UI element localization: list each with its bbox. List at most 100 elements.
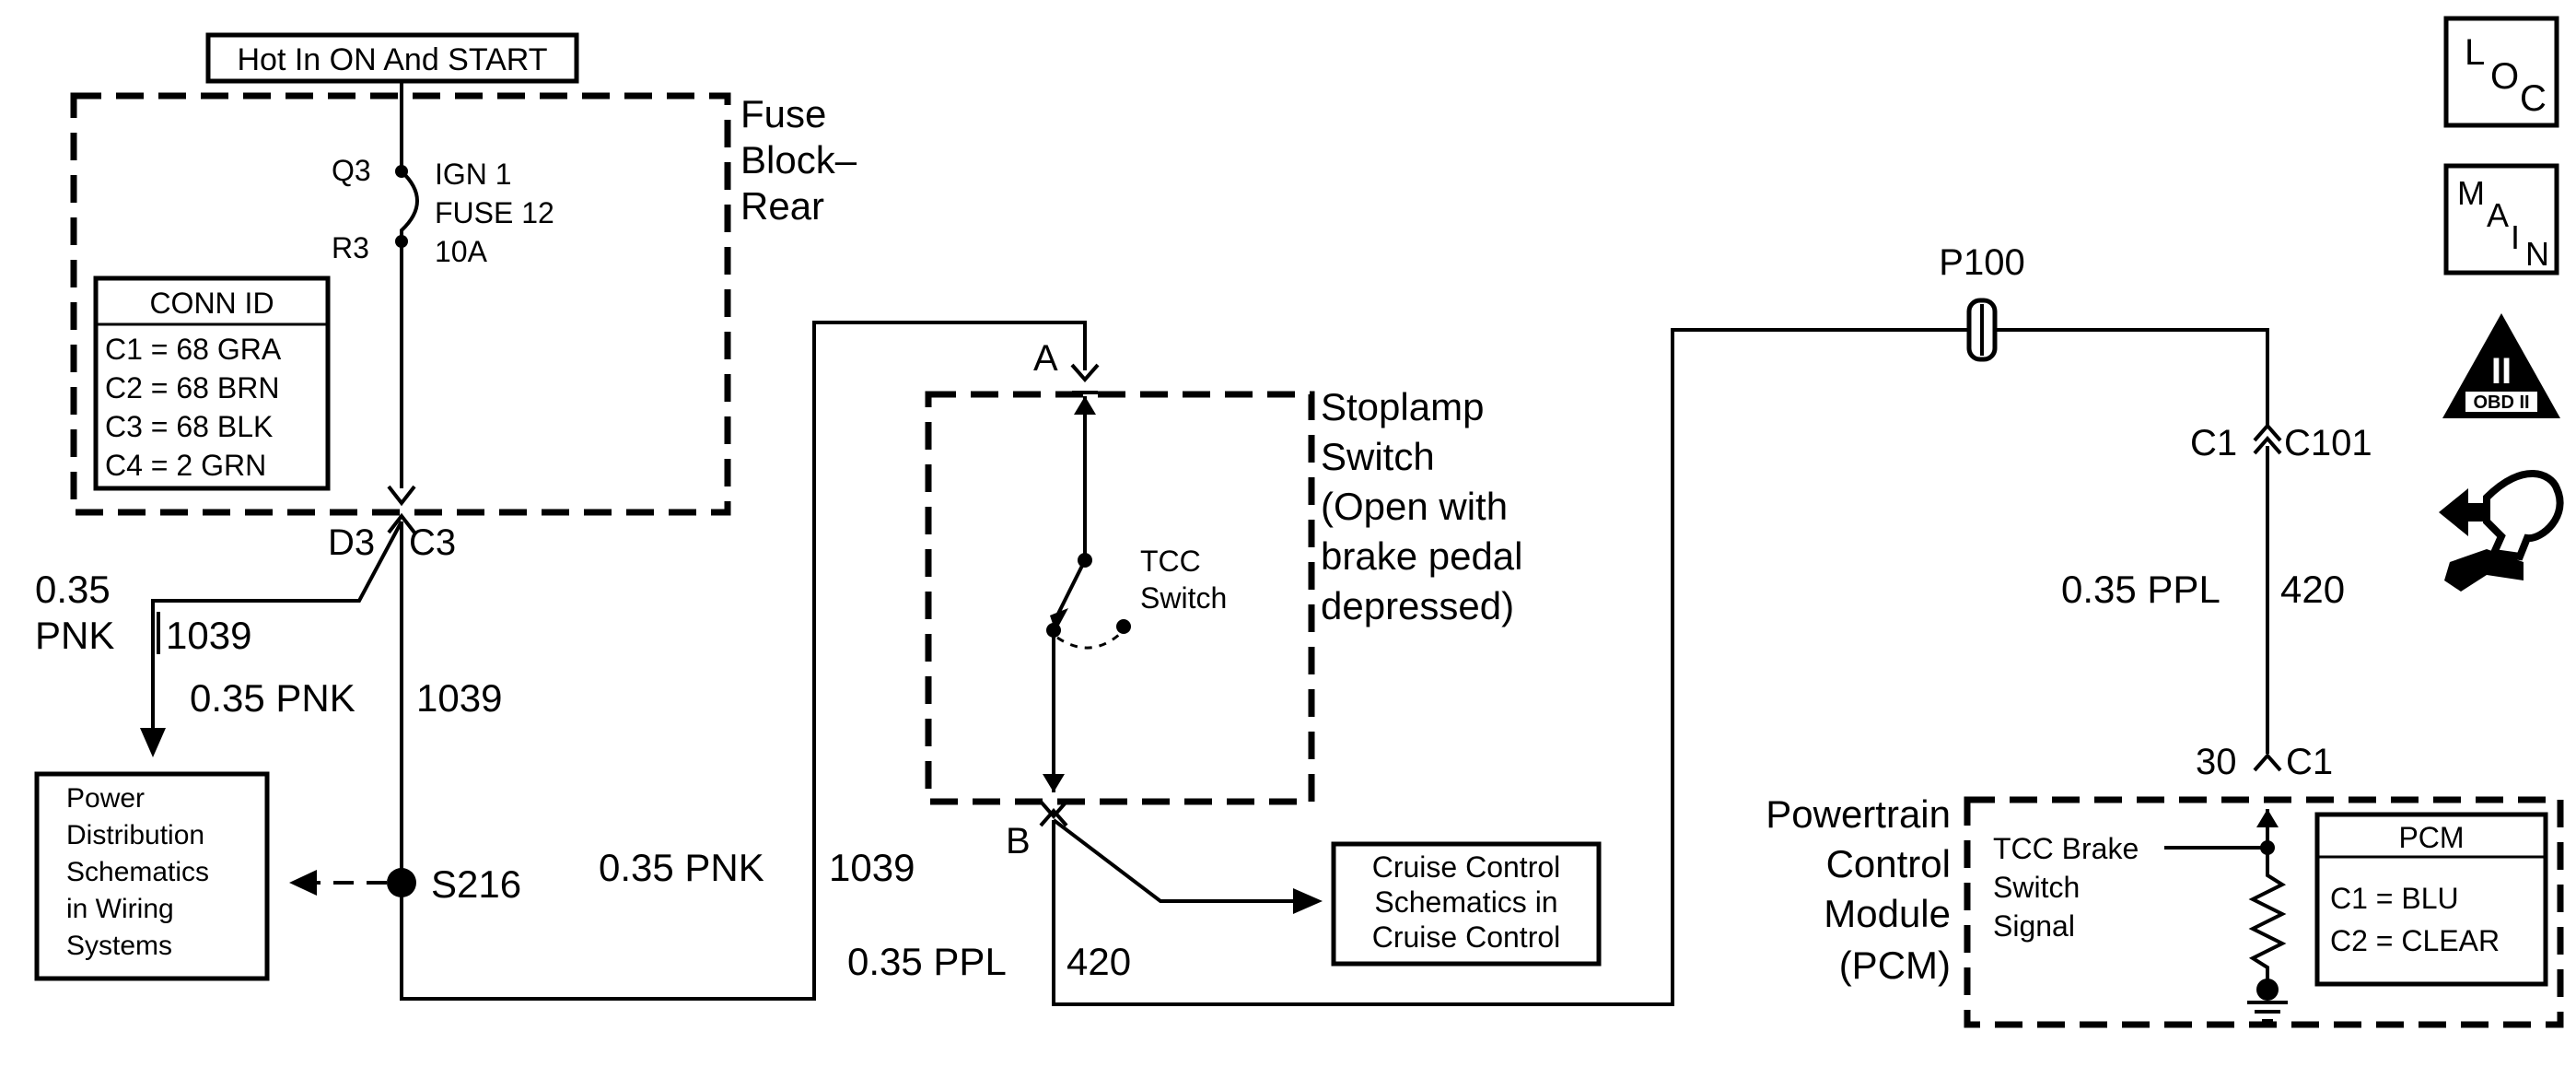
conn-id-table: CONN ID C1 = 68 GRA C2 = 68 BRN C3 = 68 … [93,275,331,491]
arrow-left-icon [289,870,317,896]
fuse-block-title-2: Block– [740,138,857,182]
cruise-control-line: Schematics in [1374,885,1557,919]
stoplamp-title: brake pedal [1321,534,1523,578]
switch-travel-arc [1056,632,1121,650]
svg-text:I: I [2511,218,2520,256]
tcc-switch-label-1: TCC [1140,545,1201,578]
cruise-control-line: Cruise Control [1372,850,1561,884]
pin-q3-label: Q3 [332,154,371,187]
tcc-signal-label: Signal [1993,909,2075,943]
pcm-table-header: PCM [2398,821,2464,854]
arrow-up-icon [1074,396,1096,415]
svg-text:M: M [2457,174,2485,212]
power-distribution-box[interactable]: Power Distribution Schematics in Wiring … [34,771,270,981]
splice-s216-dot [387,868,416,897]
wire-mid-circuit: 1039 [829,846,915,889]
wire-left-color: PNK [35,614,114,657]
pcm-connector-table: PCM C1 = BLU C2 = CLEAR [2314,812,2548,987]
wire-ppl-label: 0.35 PPL [847,940,1007,983]
wire-left-size: 0.35 [35,568,111,611]
pcm-title: Control [1826,842,1951,885]
fuse-block-title-1: Fuse [740,92,826,135]
conn-id-row: C3 = 68 BLK [105,410,273,443]
conn-id-header: CONN ID [149,287,274,320]
cruise-control-box[interactable]: Cruise Control Schematics in Cruise Cont… [1331,841,1602,967]
power-distribution-line: in Wiring [66,894,174,924]
c101-left-label: C1 [2190,423,2237,463]
pcm-input-arrow [2256,809,2279,827]
switch-blade [1055,559,1087,616]
pcm-title: Powertrain [1766,792,1951,836]
svg-text:O: O [2490,56,2519,97]
pin-a-label: A [1033,338,1058,379]
wire-to-power-distribution [151,521,403,744]
svg-text:II: II [2491,351,2512,392]
connector-c3-symbol [387,485,416,534]
pcm-pin-label: 30 [2196,742,2237,782]
wire-main-vertical [400,321,1087,1001]
pcm-conn-label: C1 [2286,742,2333,782]
connector-c101-symbol [2253,422,2282,455]
pin-r3-dot [395,235,408,248]
stoplamp-title: (Open with [1321,485,1508,528]
connector-a-symbol [1070,363,1100,394]
conn-id-row: C2 = 68 BRN [105,371,279,404]
wire-to-cruise [1052,818,1299,903]
wire-right-circuit: 420 [2280,568,2345,611]
wire-right-label: 0.35 PPL [2061,568,2220,611]
connector-pcm-symbol [2253,752,2282,772]
stoplamp-title: Stoplamp [1321,385,1484,428]
cruise-control-line: Cruise Control [1372,920,1561,954]
power-distribution-line: Schematics [66,857,209,887]
obd-ii-icon[interactable]: II OBD II [2442,313,2560,418]
fuse-rating: 10A [435,235,488,268]
power-distribution-line: Systems [66,931,172,961]
pcm-title: (PCM) [1839,943,1951,987]
pcm-outline [1964,796,2564,1028]
switch-contact-open [1116,619,1131,634]
wire-left-circuit: 1039 [166,614,251,657]
fuse-block-title-3: Rear [740,184,824,228]
svg-text:A: A [2487,196,2509,234]
tcc-switch-label-2: Switch [1140,581,1227,615]
pin-r3-label: R3 [332,231,369,264]
pcm-input-wire [2164,809,2269,850]
connector-b-symbol [1039,800,1068,827]
p100-connector [1966,298,1998,362]
pin-q3-dot [395,165,408,178]
stoplamp-title: Switch [1321,435,1435,478]
wire-ppl-circuit: 420 [1067,940,1131,983]
fuse-name: IGN 1 [435,158,512,191]
svg-text:C: C [2520,78,2547,119]
wire-main-circuit: 1039 [416,676,502,720]
arrow-down-icon [140,728,166,757]
power-distribution-line: Power [66,783,145,814]
pcm-table-row: C1 = BLU [2330,882,2459,915]
conn-id-row: C4 = 2 GRN [105,449,266,482]
connector-c3-label: C3 [409,522,456,563]
wire-p100-to-c101 [1995,328,2269,426]
hot-in-text: Hot In ON And START [238,42,548,77]
loc-icon[interactable]: L O C [2443,16,2559,128]
ground-node [2256,979,2279,1001]
pin-b-label: B [1006,821,1031,861]
c101-right-label: C101 [2284,423,2372,463]
arrow-right-icon [1293,888,1323,914]
power-distribution-line: Distribution [66,820,204,850]
component-view-icon[interactable] [2439,470,2564,592]
connector-d3-label: D3 [328,522,375,563]
pcm-table-row: C2 = CLEAR [2330,924,2500,957]
pcm-title: Module [1824,892,1951,935]
fuse-wire [400,81,419,488]
fuse-block-outline [70,92,731,516]
conn-id-row: C1 = 68 GRA [105,333,282,366]
svg-text:OBD II: OBD II [2473,393,2529,413]
wire-mid-label: 0.35 PNK [599,846,764,889]
p100-label: P100 [1939,242,2024,283]
stoplamp-title: depressed) [1321,584,1514,627]
main-icon[interactable]: M A I N [2443,163,2559,275]
hot-in-label: Hot In ON And START [205,32,579,84]
wire-main-label: 0.35 PNK [190,676,356,720]
svg-text:L: L [2465,32,2485,73]
